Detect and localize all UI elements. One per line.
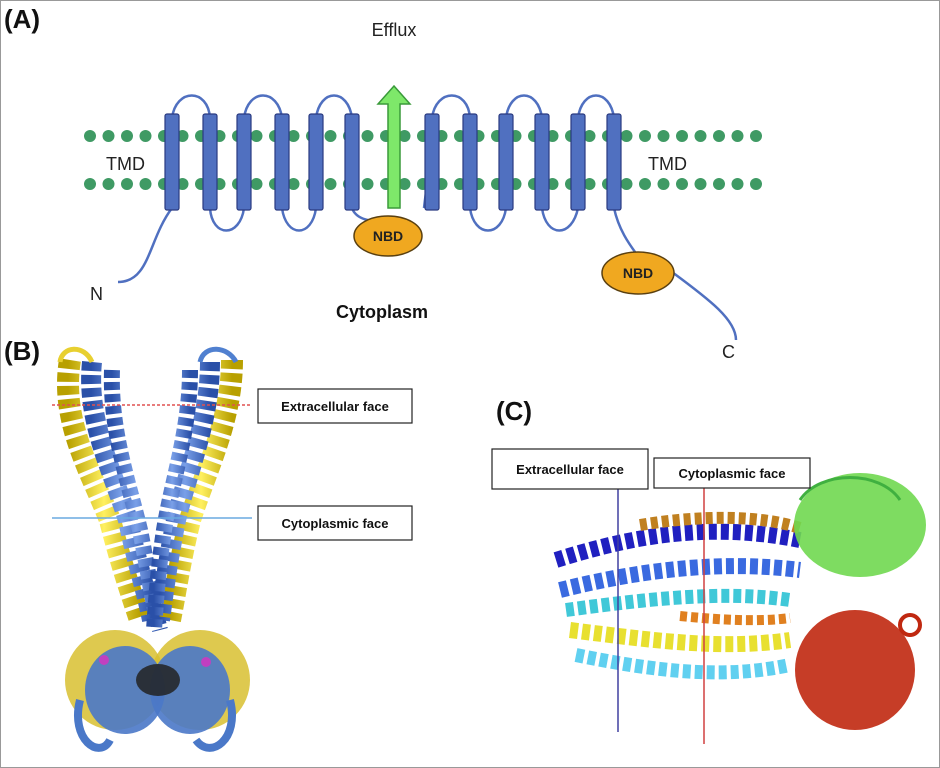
lipid-head [250, 130, 263, 142]
lipid-head [324, 178, 337, 190]
lipid-head [750, 130, 762, 142]
transporter-structure-c [553, 473, 926, 730]
lipid-head [694, 130, 707, 142]
tm-helix [424, 113, 440, 211]
panel-b-label: (B) [4, 336, 40, 366]
lipid-head [694, 178, 707, 190]
extracellular-face-label-b: Extracellular face [281, 399, 389, 414]
cytoplasmic-face-box-c [653, 457, 811, 489]
panel-a: (A) Efflux NBD NBD TMD TMD N C Cytoplasm [4, 4, 762, 362]
lipid-head [639, 130, 651, 142]
lipid-head [250, 178, 263, 190]
tm-helix [606, 113, 622, 211]
lipid-head [676, 178, 688, 190]
lipid-head [620, 130, 633, 142]
lipid-head [398, 178, 411, 190]
cytoplasmic-face-box-b [257, 505, 413, 541]
lipid-head [676, 130, 688, 142]
lipid-head [713, 178, 725, 190]
extracellular-face-label-c: Extracellular face [516, 462, 624, 477]
panel-a-label: (A) [4, 4, 40, 34]
lipid-head [84, 178, 96, 190]
tm-helix [274, 113, 290, 211]
lipid-head [750, 178, 762, 190]
nbd-1-label: NBD [373, 228, 403, 244]
lipid-head [139, 178, 152, 190]
tmd-left-label: TMD [106, 154, 145, 174]
panel-c-label: (C) [496, 396, 532, 426]
tm-helix [202, 113, 218, 211]
lipid-head [731, 178, 744, 190]
nbd-2-domain [601, 251, 675, 295]
tm-helix [462, 113, 478, 211]
lipid-head [731, 130, 744, 142]
nbd-1-domain [353, 215, 423, 257]
lipid-head [361, 178, 374, 190]
lipid-head [324, 130, 337, 142]
cytoplasm-label: Cytoplasm [336, 302, 428, 322]
lipid-head [583, 178, 596, 190]
panel-b: (B) Extracellular face [4, 336, 413, 752]
tm-helix [164, 113, 180, 211]
protein-backbone [117, 94, 738, 341]
tm-helix [308, 113, 324, 211]
transporter-structure-b [57, 346, 250, 752]
cytoplasmic-face-label-c: Cytoplasmic face [679, 466, 786, 481]
lipid-head [657, 178, 670, 190]
tm-helix [534, 113, 550, 211]
lipid-head [657, 130, 670, 142]
lipid-head [398, 130, 411, 142]
extracellular-face-box-b [257, 388, 413, 424]
lipid-head [84, 130, 96, 142]
tmd-right-label: TMD [648, 154, 687, 174]
lipid-head [713, 130, 725, 142]
lipid-head [102, 178, 115, 190]
cytoplasmic-face-label-b: Cytoplasmic face [282, 516, 389, 531]
lipid-head [121, 130, 133, 142]
lipid-head [620, 178, 633, 190]
nbd-2-label: NBD [623, 265, 653, 281]
tm-helix [344, 113, 360, 211]
lipid-head [287, 178, 300, 190]
lipid-head [583, 130, 596, 142]
tm-helix [498, 113, 514, 211]
efflux-label: Efflux [372, 20, 417, 40]
n-terminus-label: N [90, 284, 103, 304]
lipid-head [139, 130, 152, 142]
lipid-head [287, 130, 300, 142]
c-terminus-label: C [722, 342, 735, 362]
tmd-right-backing [645, 150, 705, 174]
tmd-left-backing [104, 150, 164, 174]
tm-helix [236, 113, 252, 211]
tm-helices [164, 113, 622, 211]
panel-c: (C) Extracellular face Cytoplasmic face [491, 396, 926, 744]
lipid-head [121, 178, 133, 190]
extracellular-face-box-c [491, 448, 649, 490]
efflux-arrow [376, 84, 412, 209]
lipid-head [361, 130, 374, 142]
lipid-head [102, 130, 115, 142]
lipid-head [639, 178, 651, 190]
tm-helix [570, 113, 586, 211]
